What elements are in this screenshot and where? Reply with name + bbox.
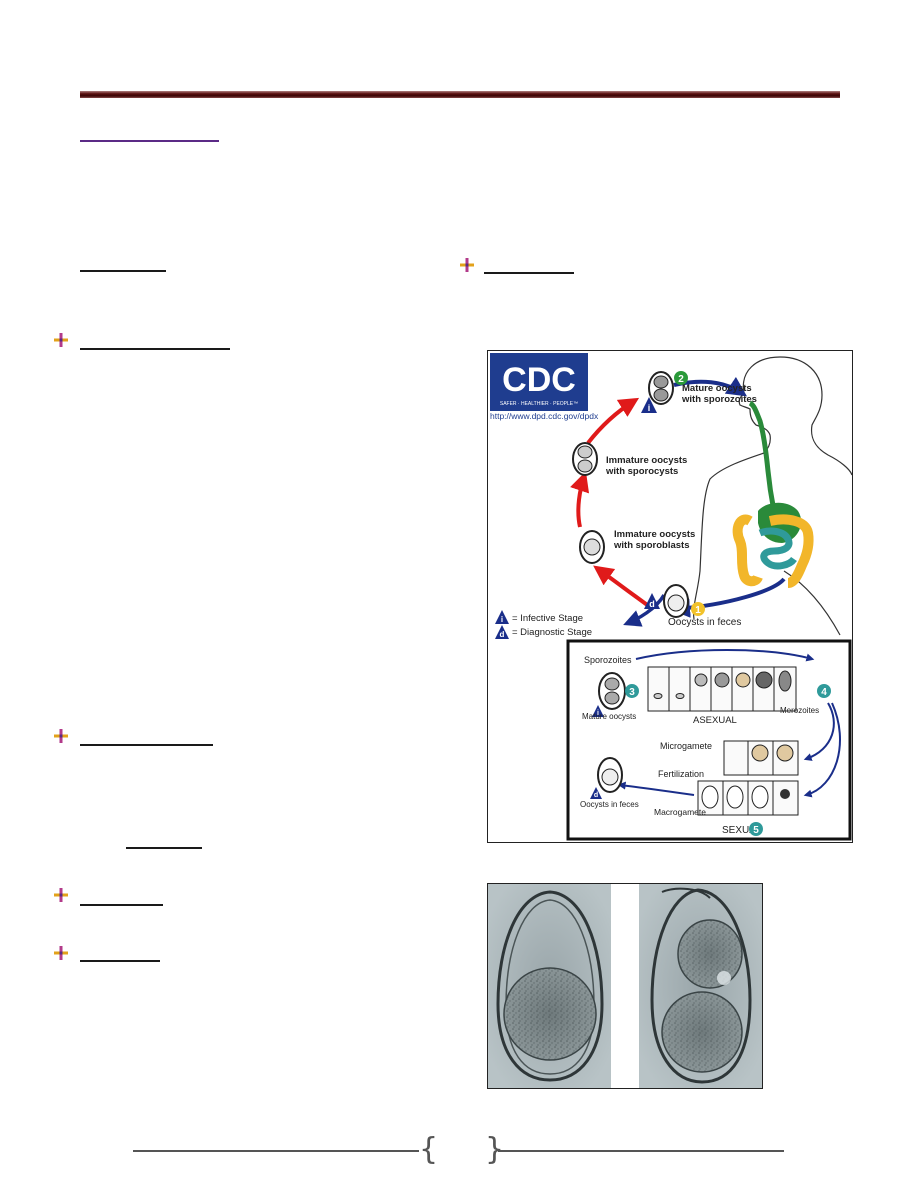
- oocyst-micrograph-figure: [487, 883, 763, 1089]
- bullet-icon: [54, 729, 68, 743]
- bullet-icon: [54, 333, 68, 347]
- infective-marker-icon: [641, 397, 657, 413]
- diagnostic-marker-icon: [644, 593, 660, 609]
- legend: i = Infective Stage d = Diagnostic Stage: [495, 610, 592, 639]
- svg-text:= Diagnostic Stage: = Diagnostic Stage: [512, 627, 592, 638]
- heading-underline-7: [80, 960, 160, 962]
- svg-text:Oocysts in feces: Oocysts in feces: [580, 800, 639, 809]
- bullet-icon: [460, 258, 474, 272]
- page-number-bracket-left: {: [419, 1132, 439, 1167]
- footer-rule-left: [133, 1150, 419, 1152]
- label-oocysts-feces: Oocysts in feces: [668, 617, 741, 628]
- label-immature-sporocysts-sub: with sporocysts: [605, 466, 678, 477]
- svg-text:i: i: [648, 403, 651, 413]
- heading-underline-1: [80, 270, 166, 272]
- label-mature-oocysts-sub: with sporozoites: [681, 394, 757, 405]
- svg-text:i: i: [597, 710, 599, 717]
- title-underline: [80, 140, 219, 142]
- label-immature-sporocysts: Immature oocysts: [606, 455, 687, 466]
- arrow-exit: [670, 577, 786, 618]
- svg-text:Macrogamete: Macrogamete: [654, 807, 706, 817]
- svg-text:SAFER · HEALTHIER · PEOPLE™: SAFER · HEALTHIER · PEOPLE™: [500, 401, 578, 407]
- digestive-tract: [732, 400, 814, 588]
- label-immature-sporoblasts-sub: with sporoblasts: [613, 540, 689, 551]
- label-immature-sporoblasts: Immature oocysts: [614, 529, 695, 540]
- cdc-url: http://www.dpd.cdc.gov/dpdx: [490, 411, 599, 421]
- oocyst-mature: [648, 371, 674, 405]
- stage-1-number: 1: [695, 605, 701, 616]
- arrow-to-feces: [623, 594, 666, 627]
- arrow-sporulation-2: [570, 471, 590, 528]
- oocyst-immature-sporoblasts: [579, 530, 605, 564]
- footer-rule-right: [498, 1150, 784, 1152]
- bullet-icon: [54, 888, 68, 902]
- heading-underline-4: [80, 744, 213, 746]
- svg-text:d: d: [594, 792, 598, 799]
- svg-text:i: i: [501, 615, 503, 624]
- arrow-sporulation-1: [593, 565, 652, 609]
- svg-text:Merozoites: Merozoites: [780, 706, 819, 715]
- inset-intestinal-cycle: Sporozoites ASEXUAL Merozoites: [566, 639, 852, 841]
- stage-2-number: 2: [678, 374, 684, 385]
- oocyst-in-feces: [663, 584, 689, 618]
- heading-underline-6: [80, 904, 163, 906]
- svg-text:CDC: CDC: [502, 361, 576, 399]
- svg-text:3: 3: [629, 687, 635, 698]
- bullet-icon: [54, 946, 68, 960]
- svg-text:d: d: [500, 630, 505, 639]
- svg-text:Microgamete: Microgamete: [660, 741, 712, 751]
- label-mature-oocysts: Mature oocysts: [682, 383, 752, 394]
- svg-text:d: d: [649, 599, 655, 609]
- svg-text:Fertilization: Fertilization: [658, 769, 704, 779]
- heading-underline-3: [80, 348, 230, 350]
- heading-underline-2: [484, 272, 574, 274]
- svg-text:ASEXUAL: ASEXUAL: [693, 715, 737, 726]
- svg-text:4: 4: [821, 687, 827, 698]
- arrow-sporulation-3: [586, 397, 640, 445]
- page-number-bracket-right: }: [485, 1132, 505, 1167]
- svg-text:SEXUAL: SEXUAL: [722, 825, 762, 836]
- life-cycle-figure: CDC SAFER · HEALTHIER · PEOPLE™ http://w…: [487, 350, 853, 843]
- svg-text:= Infective Stage: = Infective Stage: [512, 613, 583, 624]
- heading-underline-5: [126, 847, 202, 849]
- header-rule: [80, 91, 840, 98]
- svg-text:5: 5: [753, 825, 759, 836]
- svg-text:Sporozoites: Sporozoites: [584, 655, 632, 665]
- cdc-logo: CDC SAFER · HEALTHIER · PEOPLE™: [490, 353, 588, 411]
- oocyst-immature-sporocysts: [572, 442, 598, 476]
- svg-text:Mature oocysts: Mature oocysts: [582, 712, 636, 721]
